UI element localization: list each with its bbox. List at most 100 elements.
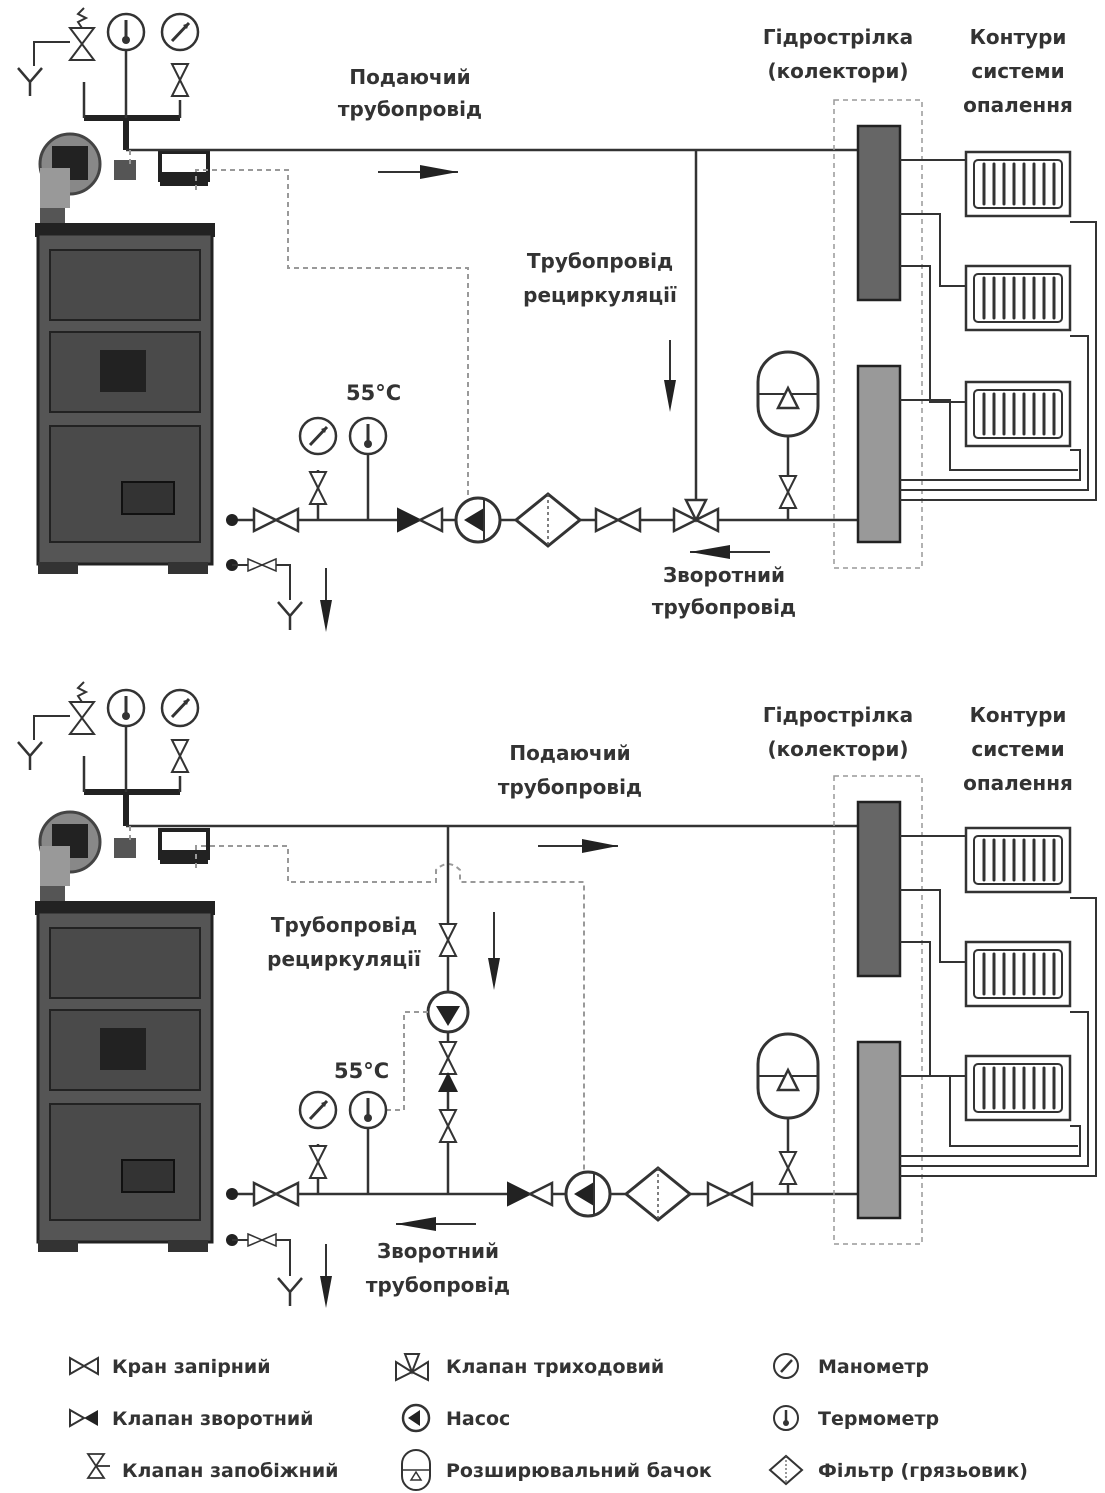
thermometer-icon (106, 688, 146, 728)
circuits-label: опалення (963, 771, 1073, 795)
legend-shutoff: Кран запірний (112, 1356, 271, 1378)
legend-expansion: Розширювальний бачок (446, 1460, 712, 1482)
shutoff-valve-icon (69, 1356, 99, 1376)
recirc-label: Трубопровід (527, 249, 673, 273)
supply-label: Подаючий (509, 741, 630, 765)
legend-threeway: Клапан триходовий (446, 1356, 664, 1378)
pump-icon (454, 496, 502, 544)
circuits-label: опалення (963, 93, 1073, 117)
supply-label: трубопровід (338, 97, 482, 121)
collector-return (856, 1040, 902, 1220)
safety-valve-icon (69, 7, 95, 61)
legend-thermometer: Термометр (818, 1408, 939, 1430)
shutoff-valve-icon (594, 507, 642, 533)
supply-label: Подаючий (349, 65, 470, 89)
shutoff-valve-icon (252, 1181, 300, 1207)
pump-icon (401, 1403, 431, 1433)
filter-icon (624, 1166, 692, 1222)
radiator-icon (964, 264, 1072, 332)
bottom-scheme: 55°C Подаючий трубопровід Гідрострілка (… (16, 681, 1097, 1308)
return-label: Зворотний (377, 1239, 499, 1263)
return-label: трубопровід (652, 595, 796, 619)
drain-icon (276, 1276, 304, 1308)
check-valve-icon (438, 1072, 458, 1092)
return-label: трубопровід (366, 1273, 510, 1297)
safety-valve-icon (69, 681, 95, 735)
valve-icon (171, 63, 189, 97)
drain-icon (16, 66, 44, 98)
expansion-tank-icon (401, 1449, 431, 1491)
hydro-label: Гідрострілка (763, 25, 913, 49)
legend-filter: Фільтр (грязьовик) (818, 1460, 1028, 1482)
shutoff-valve-icon (252, 507, 300, 533)
drain-icon (16, 740, 44, 772)
manometer-icon (298, 1090, 338, 1130)
collector-supply (856, 124, 902, 302)
check-valve-icon (396, 507, 444, 533)
hydro-label: Гідрострілка (763, 703, 913, 727)
flow-arrow-icon (488, 958, 500, 990)
top-scheme: 55°C По (16, 7, 1097, 632)
supply-pipe-top (126, 148, 860, 500)
manometer-icon (160, 688, 200, 728)
circuits-label: системи (971, 59, 1064, 83)
boiler-top (33, 132, 217, 576)
valve-icon (309, 471, 327, 505)
thermometer-icon (773, 1405, 799, 1431)
thermometer-icon (348, 416, 388, 456)
manometer-icon (160, 12, 200, 52)
manometer-icon (773, 1353, 799, 1379)
radiator-icon (964, 1054, 1072, 1122)
return-label: Зворотний (663, 563, 785, 587)
filter-icon (514, 492, 582, 548)
legend: Кран запірний Клапан зворотний Клапан за… (69, 1353, 1028, 1491)
legend-check: Клапан зворотний (112, 1408, 314, 1430)
legend-safety: Клапан запобіжний (122, 1460, 338, 1482)
temperature-label: 55°C (334, 1059, 389, 1083)
supply-label: трубопровід (498, 775, 642, 799)
valve-icon (171, 739, 189, 773)
circuits-label: системи (971, 737, 1064, 761)
flow-arrow-icon (582, 839, 618, 853)
valve-icon (779, 1151, 797, 1185)
shutoff-valve-icon (439, 923, 457, 957)
hydro-label: (колектори) (767, 59, 908, 83)
three-way-valve-icon (395, 1353, 429, 1382)
collector-supply (856, 800, 902, 978)
recirc-label: рециркуляції (523, 283, 677, 307)
circuits-label: Контури (970, 25, 1067, 49)
radiator-icon (964, 150, 1072, 218)
hydro-label: (колектори) (767, 737, 908, 761)
flow-arrow-icon (690, 545, 730, 559)
shutoff-valve-icon (439, 1041, 457, 1075)
thermometer-icon (348, 1090, 388, 1130)
circuits-label: Контури (970, 703, 1067, 727)
collector-return (856, 364, 902, 544)
filter-icon (768, 1454, 804, 1486)
pump-icon (564, 1170, 612, 1218)
flow-arrow-icon (420, 165, 458, 179)
expansion-tank-icon (756, 350, 820, 438)
manometer-icon (298, 416, 338, 456)
valve-icon (779, 475, 797, 509)
shutoff-valve-icon (706, 1181, 754, 1207)
legend-manometer: Манометр (818, 1356, 929, 1378)
collector-frame (833, 775, 923, 1245)
valve-icon (309, 1145, 327, 1179)
safety-valve-icon (86, 1453, 110, 1479)
thermometer-icon (106, 12, 146, 52)
recirc-label: рециркуляції (267, 947, 421, 971)
check-valve-icon (506, 1181, 554, 1207)
three-way-valve-icon (672, 498, 720, 534)
temperature-label: 55°C (346, 381, 401, 405)
check-valve-icon (69, 1408, 98, 1428)
expansion-tank-icon (756, 1032, 820, 1120)
safety-group-bottom (16, 681, 200, 826)
legend-pump: Насос (446, 1408, 510, 1430)
shutoff-valve-icon (439, 1109, 457, 1143)
recirc-label: Трубопровід (271, 913, 417, 937)
pump-icon (426, 990, 470, 1034)
drain-icon (276, 600, 304, 632)
flow-arrow-icon (396, 1217, 436, 1231)
